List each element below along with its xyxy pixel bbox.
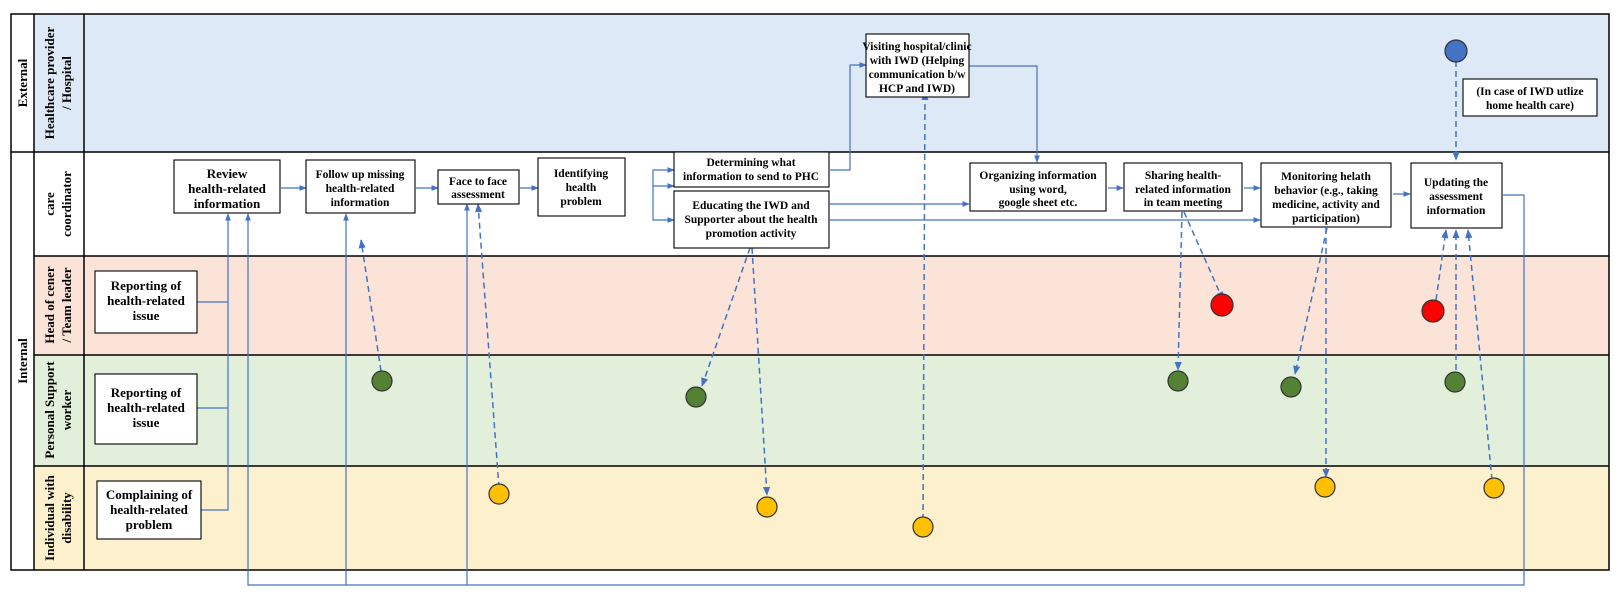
svg-text:Reporting of: Reporting of — [111, 278, 182, 293]
box-face-to-face: Face to face assessment — [437, 169, 520, 205]
dot-psw-green-follow-up — [371, 370, 393, 392]
lane-label-individual-2: disability — [59, 492, 74, 544]
box-updating: Updating the assessment information — [1410, 162, 1503, 229]
svg-text:issue: issue — [133, 308, 160, 323]
dot-individual-yellow-updating — [1483, 477, 1505, 499]
svg-text:Review: Review — [207, 166, 248, 181]
diagram-frame — [10, 13, 1610, 571]
svg-text:issue: issue — [133, 415, 160, 430]
dashed-connectors — [358, 61, 1493, 521]
lane-label-care-1: care — [42, 192, 57, 216]
dot-head-red-updating — [1421, 299, 1445, 323]
svg-text:Monitoring helath: Monitoring helath — [1281, 171, 1371, 183]
svg-text:Reporting of: Reporting of — [111, 385, 182, 400]
svg-text:Determining what: Determining what — [706, 157, 795, 169]
svg-text:health-related: health-related — [188, 181, 267, 196]
box-home-care-note: (In case of IWD utlize home health care) — [1462, 78, 1598, 117]
lane-label-psw-1: Personal Support — [42, 361, 57, 459]
svg-text:problem: problem — [560, 196, 602, 208]
lane-individual-bg — [34, 466, 1609, 570]
svg-text:Complaining of: Complaining of — [106, 487, 193, 502]
box-head-report: Reporting of health-related issue — [94, 270, 198, 334]
dot-healthcare-blue — [1444, 39, 1468, 63]
dot-individual-yellow-educating — [756, 496, 778, 518]
svg-text:related information: related information — [1135, 184, 1232, 196]
svg-text:(In case of IWD utlize: (In case of IWD utlize — [1476, 86, 1583, 98]
box-follow-up: Follow up missing health-related informa… — [305, 159, 416, 214]
svg-text:promotion activity: promotion activity — [706, 228, 797, 240]
box-organizing: Organizing information using word, googl… — [969, 162, 1107, 212]
svg-text:Sharing health-: Sharing health- — [1145, 170, 1222, 182]
box-visiting: Visiting hospital/clinic with IWD (Helpi… — [862, 33, 972, 98]
svg-text:Identifying: Identifying — [554, 168, 609, 180]
svg-text:home health care): home health care) — [1486, 100, 1574, 112]
svg-text:health: health — [566, 182, 597, 194]
svg-text:problem: problem — [126, 517, 173, 532]
box-individual-complain: Complaining of health-related problem — [96, 480, 202, 540]
lane-label-healthcare-1: Healthcare provider — [42, 27, 57, 140]
svg-text:information to send to PHC: information to send to PHC — [683, 171, 819, 183]
box-determining: Determining what information to send to … — [673, 151, 830, 188]
svg-text:Updating the: Updating the — [1424, 177, 1488, 189]
dot-individual-yellow-monitoring — [1314, 476, 1336, 498]
group-label-external: External — [15, 58, 30, 107]
dot-psw-green-monitoring — [1280, 376, 1302, 398]
lane-label-individual-1: Individual with — [42, 474, 57, 560]
dot-individual-yellow-face — [488, 483, 510, 505]
svg-text:assessment: assessment — [451, 189, 505, 201]
svg-text:health-related: health-related — [110, 502, 189, 517]
lane-label-head-1: Head of cener — [42, 266, 57, 343]
svg-text:Face to face: Face to face — [449, 176, 507, 188]
lane-healthcare-header-bg — [34, 14, 84, 152]
svg-text:information: information — [331, 197, 390, 209]
svg-text:HCP and IWD): HCP and IWD) — [879, 83, 955, 95]
lane-psw-bg — [84, 355, 1609, 466]
dot-psw-green-educating — [685, 386, 707, 408]
dot-head-red-sharing — [1210, 293, 1234, 317]
svg-text:information: information — [1427, 205, 1486, 217]
box-sharing: Sharing health- related information in t… — [1123, 162, 1243, 212]
group-label-internal: Internal — [15, 338, 30, 384]
lane-head-bg — [84, 256, 1609, 355]
dot-psw-green-sharing — [1167, 370, 1189, 392]
svg-text:health-related: health-related — [326, 183, 395, 195]
box-review: Review health-related information — [173, 159, 281, 214]
box-psw-report: Reporting of health-related issue — [94, 373, 198, 445]
box-educating: Educating the IWD and Supporter about th… — [673, 190, 830, 249]
box-identifying: Identifying health problem — [537, 157, 626, 217]
svg-text:Follow up missing: Follow up missing — [316, 169, 405, 181]
svg-text:google sheet etc.: google sheet etc. — [999, 197, 1078, 209]
flow-connectors — [197, 62, 1525, 586]
dot-psw-green-updating — [1444, 371, 1466, 393]
lane-head-header-bg — [34, 256, 84, 355]
svg-text:health-related: health-related — [107, 293, 186, 308]
svg-text:behavior (e.g., taking: behavior (e.g., taking — [1274, 185, 1378, 197]
svg-text:Organizing information: Organizing information — [979, 170, 1097, 182]
svg-text:health-related: health-related — [107, 400, 186, 415]
svg-text:Educating the IWD and: Educating the IWD and — [692, 200, 810, 212]
svg-text:Visiting hospital/clinic: Visiting hospital/clinic — [862, 41, 971, 53]
svg-text:with IWD (Helping: with IWD (Helping — [870, 55, 965, 67]
svg-text:communication b/w: communication b/w — [869, 69, 966, 81]
svg-text:Supporter about the health: Supporter about the health — [684, 214, 818, 226]
lane-label-psw-2: worker — [59, 390, 74, 431]
lane-healthcare-bg — [84, 14, 1609, 152]
dot-individual-yellow-visiting — [912, 516, 934, 538]
svg-text:using word,: using word, — [1009, 184, 1067, 196]
lane-label-head-2: / Team leader — [59, 267, 74, 343]
svg-text:in team meeting: in team meeting — [1144, 197, 1223, 209]
lane-psw-header-bg — [34, 355, 84, 466]
svg-text:medicine, activity and: medicine, activity and — [1272, 199, 1380, 211]
svg-text:information: information — [194, 196, 261, 211]
box-monitoring: Monitoring helath behavior (e.g., taking… — [1260, 162, 1392, 228]
lane-label-healthcare-2: / Hospital — [59, 56, 74, 111]
lane-label-care-2: coordinator — [59, 171, 74, 237]
svg-text:participation): participation) — [1292, 213, 1360, 225]
svg-text:assessment: assessment — [1429, 191, 1483, 203]
